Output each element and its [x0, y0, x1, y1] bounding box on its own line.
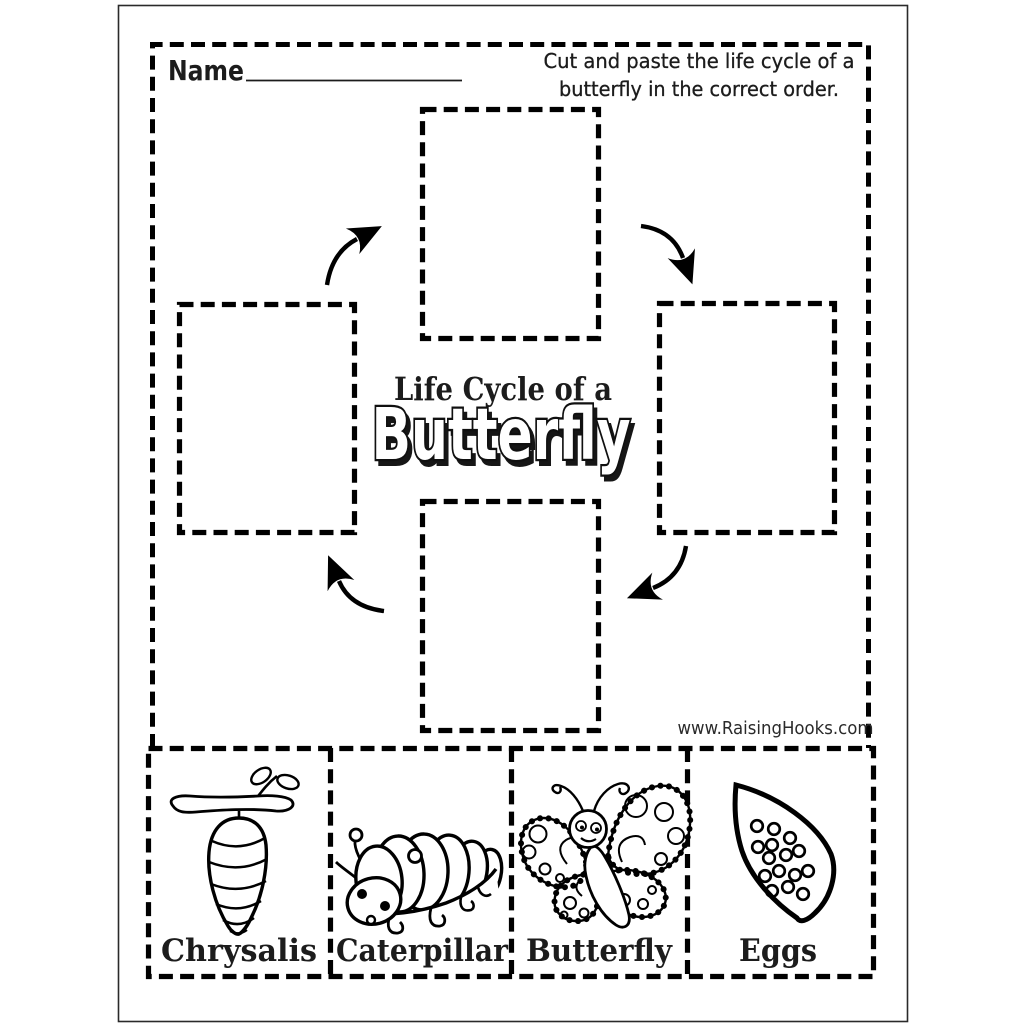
arrow-left-to-top [324, 226, 382, 286]
drop-zone-bottom[interactable] [419, 498, 602, 734]
butterfly-drawing[interactable] [518, 782, 694, 929]
instructions-line2: butterfly in the correct order. [559, 77, 839, 101]
title-line2-shadow: Butterfly [375, 398, 634, 481]
card-label-chrysalis: Chrysalis [161, 933, 317, 969]
title-line2: Butterfly [372, 393, 631, 476]
title-line1: Life Cycle of a [394, 370, 612, 408]
butterfly-head [568, 809, 608, 849]
card-label-butterfly: Butterfly [526, 933, 673, 969]
drop-zone-left[interactable] [176, 301, 358, 536]
butterfly-antenna-right [592, 782, 630, 812]
card-label-caterpillar: Caterpillar [336, 933, 509, 969]
eggs-drawing[interactable] [732, 781, 837, 924]
arrow-bottom-to-left [327, 555, 385, 614]
name-label: Name [168, 54, 244, 87]
caterpillar-foot-3 [459, 896, 475, 912]
drop-zone-top[interactable] [419, 106, 602, 342]
arrow-right-to-bottom [626, 545, 689, 600]
butterfly-body [583, 844, 631, 929]
card-label-eggs: Eggs [739, 933, 817, 969]
caterpillar-drawing[interactable] [335, 827, 506, 945]
caterpillar-belly-mask [340, 869, 505, 945]
caterpillar-foot-4 [476, 886, 492, 898]
website-credit: www.RaisingHooks.com [678, 719, 874, 739]
instructions-line1: Cut and paste the life cycle of a [544, 49, 855, 73]
caterpillar-foot-2 [428, 907, 447, 928]
chrysalis-drawing[interactable] [169, 764, 300, 936]
outer-cut-border [150, 42, 871, 748]
arrow-top-to-right [640, 223, 695, 285]
butterfly-antenna-left [551, 784, 585, 812]
drop-zone-right[interactable] [656, 300, 838, 536]
leaf-outline [732, 781, 837, 924]
egg-dots [749, 818, 816, 902]
cycle-arrows [324, 223, 695, 614]
caterpillar-foot-1 [386, 914, 405, 935]
cards-strip [145, 745, 877, 980]
